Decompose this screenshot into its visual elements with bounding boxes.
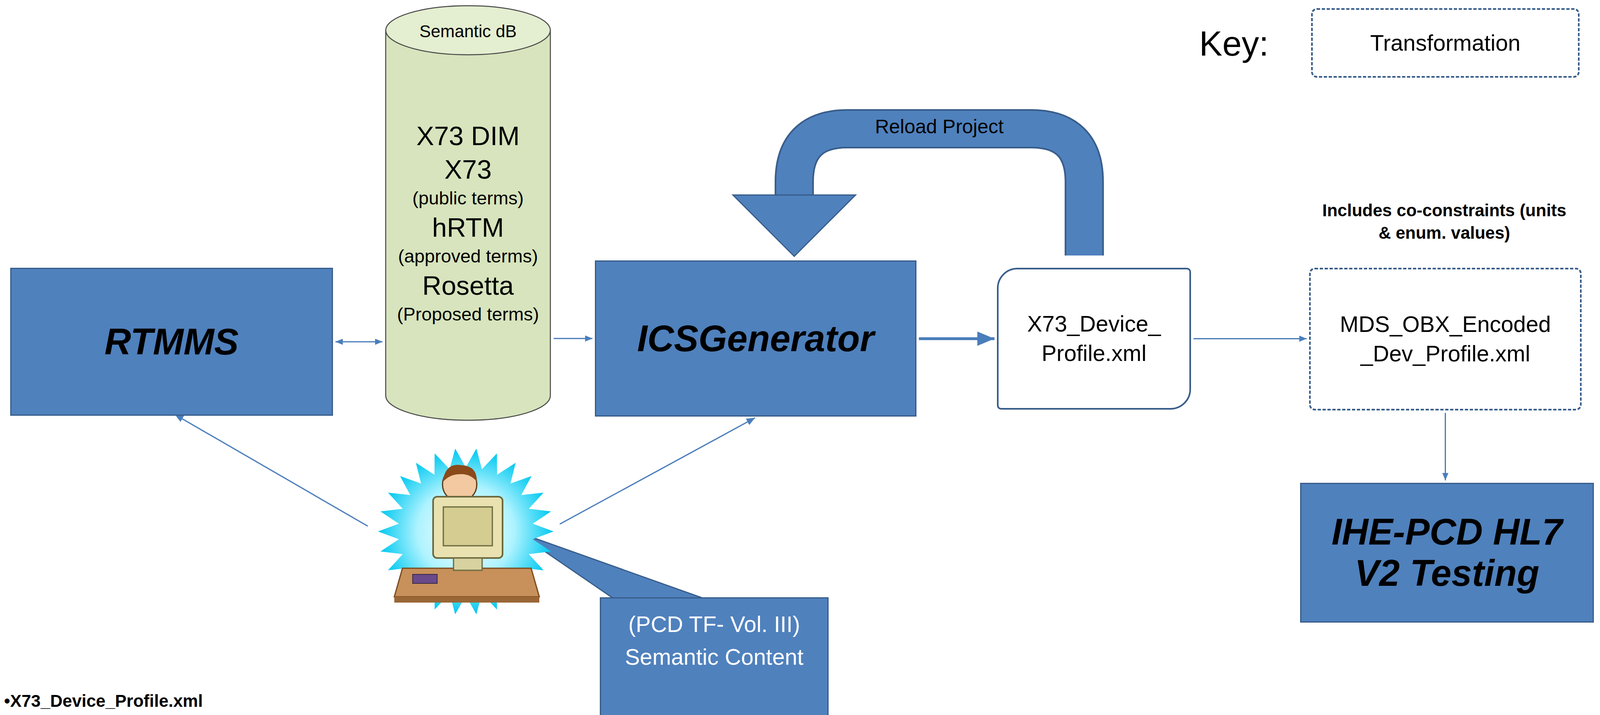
term-source: Rosetta [384, 268, 552, 302]
tool-box: RTMMS [10, 267, 333, 416]
keyboard [412, 574, 438, 584]
term-source: X73 DIM [384, 119, 552, 153]
reload-arrow-band [794, 128, 1085, 256]
tool-box: ICSGenerator [594, 260, 917, 417]
node-text: ICSGenerator [636, 317, 874, 360]
desk-front [394, 596, 540, 603]
node-text: MDS_OBX_Encoded _Dev_Profile.xml [1318, 309, 1572, 369]
starburst [377, 448, 554, 615]
node-text: RTMMS [104, 321, 239, 363]
node-text: (PCD TF- Vol. III) Semantic Content [609, 607, 820, 674]
edge-label: Reload Project [874, 115, 1004, 138]
reload-arrow [732, 128, 1085, 257]
node-text: X73_Device_ Profile.xml [1006, 309, 1182, 368]
legend-text: Transformation [1370, 29, 1521, 56]
reload-arrow-head [732, 194, 856, 257]
connector [335, 341, 383, 343]
leader-line [559, 417, 756, 524]
term-source: (public terms) [384, 185, 552, 211]
term-source: hRTM [384, 210, 552, 244]
leader-line [174, 414, 368, 526]
monitor [433, 496, 503, 558]
term-source: (Proposed terms) [384, 301, 552, 327]
database-title: Semantic dB [384, 21, 552, 42]
callout-pointer [515, 531, 703, 598]
transformation-box: MDS_OBX_Encoded _Dev_Profile.xml [1309, 267, 1582, 411]
connector [918, 337, 995, 340]
reload-arrow-outline [794, 128, 1085, 256]
callout-box: (PCD TF- Vol. III) Semantic Content [599, 596, 829, 715]
person-at-computer [377, 448, 554, 615]
hair [442, 464, 477, 483]
key-heading: Key: [1199, 21, 1290, 67]
desk [394, 567, 540, 597]
term-source: X73 [384, 152, 552, 186]
connector [1444, 412, 1446, 481]
term-source: (approved terms) [384, 243, 552, 269]
testing-box: IHE-PCD HL7 V2 Testing [1300, 482, 1594, 623]
connector [553, 337, 593, 340]
annotation-note: Includes co-constraints (units & enum. v… [1317, 199, 1571, 244]
screen-back [443, 506, 493, 546]
file-box: X73_Device_ Profile.xml [996, 267, 1192, 410]
connector [1193, 337, 1307, 340]
bullet-note: •X73_Device_Profile.xml [4, 689, 372, 713]
database-cylinder: Semantic dBX73 DIMX73(public terms)hRTM(… [384, 4, 552, 421]
legend-sample: Transformation [1311, 8, 1580, 78]
monitor-stand [453, 557, 483, 570]
node-text: IHE-PCD HL7 V2 Testing [1309, 511, 1585, 594]
